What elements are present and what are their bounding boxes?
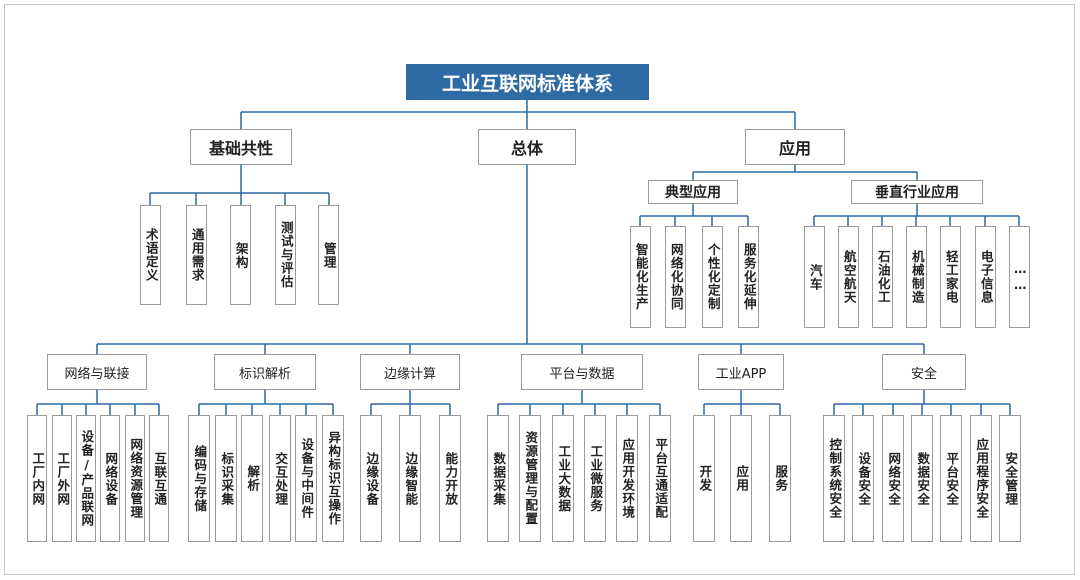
leaf-chuizhi: ……: [1009, 226, 1030, 328]
connector: [703, 390, 781, 415]
leaf-anquan: 网络安全: [882, 415, 904, 542]
leaf-anquan: 设备安全: [852, 415, 874, 542]
leaf-anquan: 安全管理: [999, 415, 1021, 542]
leaf-chuizhi: 汽车: [804, 226, 825, 328]
leaf-bianyuan: 边缘智能: [399, 415, 421, 542]
node-zongti: 总体: [478, 129, 576, 165]
leaf-chuizhi: 石油化工: [872, 226, 893, 328]
leaf-wangluo: 网络设备: [100, 415, 120, 542]
leaf-pingtai: 数据采集: [487, 415, 509, 542]
node-pingtai-yu-shuju: 平台与数据: [521, 354, 643, 390]
connector: [692, 165, 918, 180]
leaf-gongye-app: 服务: [769, 415, 791, 542]
connector: [36, 390, 160, 415]
leaf-bianyuan: 边缘设备: [360, 415, 382, 542]
leaf-jichu: 术语定义: [140, 205, 161, 305]
leaf-anquan: 应用程序安全: [970, 415, 992, 542]
node-yingyong: 应用: [745, 129, 845, 165]
connector: [813, 204, 1020, 226]
leaf-jichu: 管理: [318, 205, 339, 305]
leaf-chuizhi: 机械制造: [906, 226, 927, 328]
leaf-biaoshi: 设备与中间件: [295, 415, 317, 542]
node-jichu-gongxing: 基础共性: [190, 129, 292, 165]
connector: [149, 165, 330, 205]
node-biaoshi-jiexi: 标识解析: [214, 354, 316, 390]
connector: [497, 390, 661, 415]
leaf-biaoshi: 异构标识互操作: [322, 415, 344, 542]
leaf-chuizhi: 电子信息: [975, 226, 996, 328]
leaf-dianxing: 智能化生产: [630, 226, 651, 328]
diagram-title: 工业互联网标准体系: [406, 64, 649, 100]
leaf-dianxing: 网络化协同: [665, 226, 686, 328]
leaf-jichu: 测试与评估: [275, 205, 296, 305]
connector: [240, 100, 796, 129]
leaf-chuizhi: 航空航天: [838, 226, 859, 328]
leaf-anquan: 平台安全: [940, 415, 962, 542]
node-chuizhi-hangye-yingyong: 垂直行业应用: [851, 180, 983, 204]
leaf-biaoshi: 编码与存储: [188, 415, 210, 542]
leaf-wangluo: 工厂内网: [27, 415, 47, 542]
leaf-gongye-app: 开发: [693, 415, 715, 542]
leaf-dianxing: 服务化延伸: [738, 226, 759, 328]
leaf-biaoshi: 标识采集: [215, 415, 237, 542]
leaf-dianxing: 个性化定制: [702, 226, 723, 328]
connector: [639, 204, 749, 226]
leaf-pingtai: 资源管理与配置: [519, 415, 541, 542]
connector: [96, 165, 925, 354]
leaf-anquan: 数据安全: [911, 415, 933, 542]
leaf-bianyuan: 能力开放: [439, 415, 461, 542]
node-bianyuan-jisuan: 边缘计算: [360, 354, 460, 390]
leaf-wangluo: 工厂外网: [52, 415, 72, 542]
leaf-biaoshi: 交互处理: [269, 415, 291, 542]
connector: [198, 390, 334, 415]
node-gongye-app: 工业APP: [698, 354, 784, 390]
connector: [370, 390, 451, 415]
leaf-pingtai: 应用开发环境: [616, 415, 638, 542]
leaf-jichu: 通用需求: [186, 205, 207, 305]
node-dianxing-yingyong: 典型应用: [648, 180, 738, 204]
leaf-jichu: 架构: [230, 205, 251, 305]
leaf-pingtai: 工业微服务: [584, 415, 606, 542]
node-anquan: 安全: [882, 354, 966, 390]
leaf-anquan: 控制系统安全: [823, 415, 845, 542]
leaf-pingtai: 工业大数据: [552, 415, 574, 542]
leaf-biaoshi: 解析: [241, 415, 263, 542]
leaf-wangluo: 网络资源管理: [125, 415, 145, 542]
leaf-wangluo: 设备/产品联网: [76, 415, 96, 542]
leaf-wangluo: 互联互通: [149, 415, 169, 542]
diagram-frame: [4, 4, 1075, 575]
leaf-pingtai: 平台互通适配: [649, 415, 671, 542]
leaf-gongye-app: 应用: [730, 415, 752, 542]
connector: [833, 390, 1011, 415]
node-wangluo-yu-lianjie: 网络与联接: [47, 354, 147, 390]
leaf-chuizhi: 轻工家电: [940, 226, 961, 328]
